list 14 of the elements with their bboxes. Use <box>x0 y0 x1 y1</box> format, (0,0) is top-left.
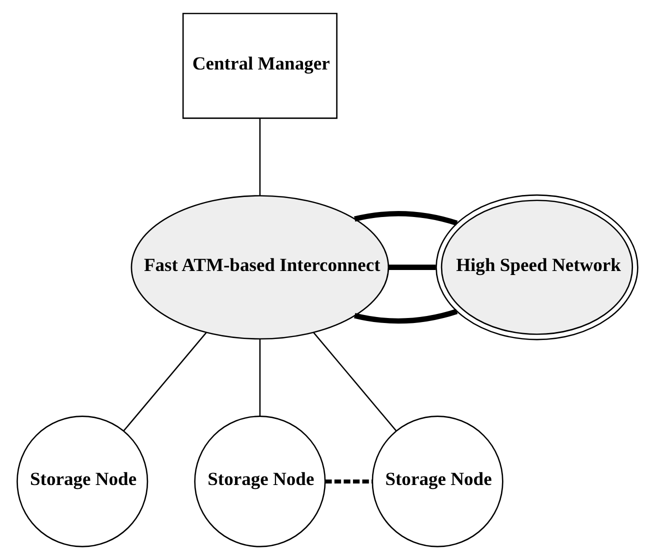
node-ellipse: Fast ATM-based Interconnect <box>130 195 390 340</box>
node-box: Central Manager <box>182 12 338 119</box>
connector <box>388 264 436 270</box>
node-circle: Storage Node <box>372 416 504 548</box>
node-ellipse: High Speed Network <box>436 194 638 340</box>
connector <box>259 339 261 416</box>
connector <box>259 118 261 196</box>
connector <box>325 479 372 484</box>
connector <box>354 308 458 324</box>
connector <box>354 211 458 226</box>
connector <box>123 332 207 432</box>
node-circle: Storage Node <box>16 416 148 548</box>
connector <box>313 332 397 432</box>
node-circle: Storage Node <box>194 416 326 548</box>
